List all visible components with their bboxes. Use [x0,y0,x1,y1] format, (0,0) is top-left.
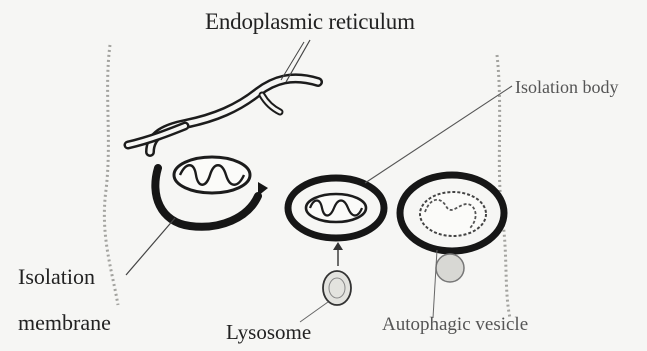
lysosome-label: Lysosome [226,322,311,343]
isolation-body [288,178,384,238]
endoplasmic-reticulum-label: Endoplasmic reticulum [205,10,415,33]
isolation-membrane-leader [126,218,175,275]
left-cell-boundary [104,45,118,305]
isolation-body-label: Isolation body [515,78,619,96]
isolation-membrane-label-line1: Isolation [18,266,95,288]
isolation-body-leader [365,86,512,183]
lysosome [323,271,351,305]
autophagic-vesicle [400,175,504,282]
mitochondrion-1 [174,157,250,193]
lysosome-leader [300,302,328,322]
isolation-membrane-arrowhead [258,182,268,196]
lysosome-arrowhead [333,242,343,250]
autophagic-vesicle-leader [433,250,437,318]
isolation-membrane-label-line2: membrane [18,312,111,334]
endoplasmic-reticulum [128,78,318,152]
autophagic-vesicle-label: Autophagic vesicle [382,315,528,334]
